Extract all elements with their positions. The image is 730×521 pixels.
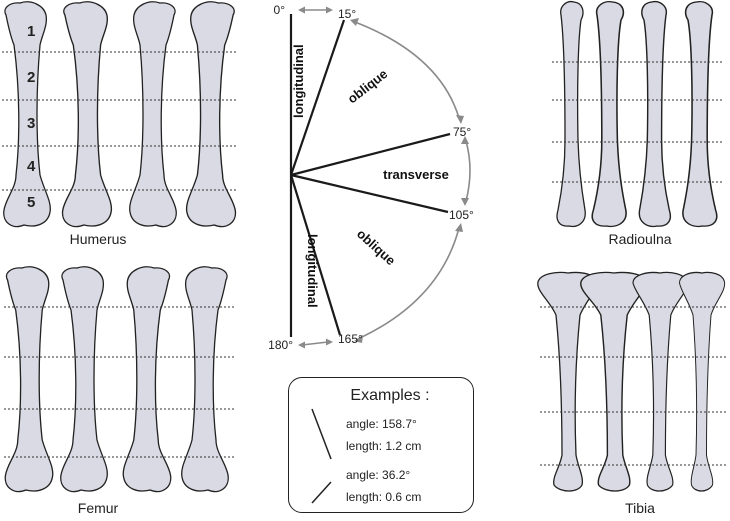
examples-box	[288, 377, 474, 513]
angle-label-105: 105°	[449, 208, 474, 222]
arc-75-105	[465, 140, 471, 202]
zone-longitudinal-top: longitudinal	[291, 44, 306, 118]
zone-longitudinal-bottom: longitudinal	[305, 234, 320, 308]
segment-number-2: 2	[27, 69, 35, 86]
tibia-group: Tibia	[537, 271, 726, 516]
tibia-view-2	[580, 271, 648, 492]
zone-oblique-top: oblique	[345, 66, 391, 106]
radioulna-segment-lines	[552, 61, 722, 183]
femur-view-1	[4, 266, 54, 493]
femur-view-3	[122, 266, 172, 493]
angle-label-0: 0°	[274, 3, 286, 17]
arc-105-165	[359, 227, 460, 339]
radioulna-label: Radioulna	[608, 231, 671, 247]
radioulna-view-4	[682, 0, 718, 228]
radioulna-view-3	[638, 0, 672, 228]
ray-165	[289, 174, 342, 336]
segment-number-1: 1	[27, 23, 35, 40]
femur-group: Femur	[4, 266, 236, 516]
femur-view-4	[181, 266, 229, 493]
segment-number-4: 4	[27, 158, 36, 175]
radioulna-view-1	[556, 0, 586, 228]
humerus-label: Humerus	[70, 231, 127, 247]
humerus-segment-lines	[2, 51, 238, 191]
humerus-view-4	[185, 1, 237, 228]
ray-15	[289, 19, 346, 176]
zone-oblique-bottom: oblique	[354, 226, 398, 268]
arc-15-75	[354, 21, 460, 119]
radioulna-group: Radioulna	[552, 0, 722, 247]
femur-label: Femur	[78, 500, 119, 516]
ray-105	[290, 173, 449, 214]
ray-75	[290, 132, 451, 177]
segment-number-3: 3	[27, 115, 35, 132]
angle-label-15: 15°	[338, 7, 356, 21]
angle-label-180: 180°	[268, 338, 293, 352]
femur-view-2	[60, 266, 108, 493]
tibia-segment-lines	[540, 306, 726, 466]
arrow-165-180	[301, 341, 329, 346]
femur-segment-lines	[4, 306, 236, 458]
angle-label-165: 165°	[338, 332, 363, 346]
tibia-view-4	[678, 271, 726, 492]
humerus-group: 1 2 3 4 5 Humerus	[2, 1, 238, 247]
angle-label-75: 75°	[453, 125, 471, 139]
zone-transverse: transverse	[383, 167, 449, 182]
humerus-view-3	[129, 1, 177, 228]
segment-number-5: 5	[27, 194, 35, 211]
angle-diagram: 0° 15° 75° 105° 165° 180° longitudinal l…	[268, 3, 474, 352]
humerus-view-2	[61, 1, 113, 228]
tibia-label: Tibia	[625, 500, 655, 516]
tibia-view-3	[632, 271, 688, 492]
radioulna-view-2	[591, 0, 627, 228]
tibia-view-1	[537, 271, 599, 492]
